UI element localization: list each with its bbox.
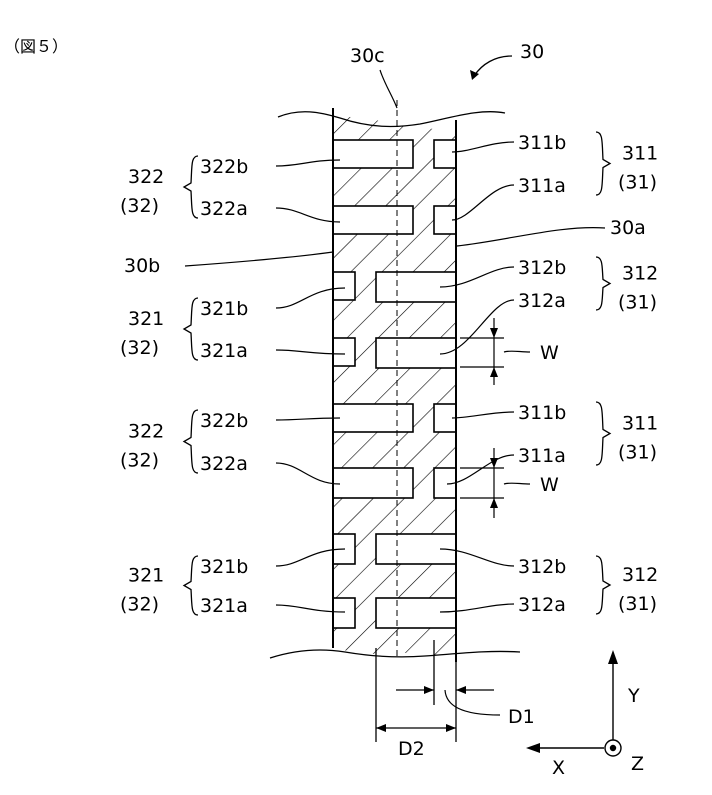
edge-right-label: 30a <box>610 217 646 239</box>
cutout-rect <box>333 598 355 628</box>
x-axis-arrowhead <box>526 743 540 753</box>
w-arrow-upper-top <box>490 328 498 338</box>
component-ref-label: 30 <box>520 41 544 63</box>
center-line-label: 30c <box>350 45 385 67</box>
right-leader <box>452 412 514 418</box>
left-brace <box>184 298 198 360</box>
left-parent-label: (32) <box>120 594 159 616</box>
left-leader <box>276 418 340 420</box>
right-parent-label: (31) <box>618 172 657 194</box>
y-axis-arrowhead <box>608 650 618 664</box>
left-parent-label: (32) <box>120 450 159 472</box>
hatched-strip <box>333 100 457 670</box>
d2-label: D2 <box>398 738 425 760</box>
left-group-label: 322 <box>128 166 164 188</box>
left-group-label: 321 <box>128 565 164 587</box>
left-sub-label: 322a <box>200 198 248 220</box>
right-group-label: 311 <box>622 143 658 165</box>
width-label-upper: W <box>540 342 559 364</box>
right-leader <box>447 455 514 484</box>
left-sub-label: 321b <box>200 298 248 320</box>
right-group-label: 312 <box>622 564 658 586</box>
cutout-rect <box>333 468 413 498</box>
width-label-lower: W <box>540 474 559 496</box>
w-arrow-upper-bottom <box>490 367 498 377</box>
right-sub-label: 311a <box>518 445 566 467</box>
right-sub-label: 312b <box>518 257 566 279</box>
d1-dimension <box>396 690 500 715</box>
right-brace <box>596 556 610 614</box>
left-sub-label: 321a <box>200 340 248 362</box>
left-sub-label: 322a <box>200 453 248 475</box>
left-brace <box>184 556 198 615</box>
right-parent-label: (31) <box>618 292 657 314</box>
w-arrow-lower-bottom <box>490 498 498 508</box>
d1-arrow-right <box>456 686 466 694</box>
left-brace <box>184 156 198 218</box>
cutout-rect <box>434 140 456 168</box>
axis-x-label: X <box>552 757 565 779</box>
edge-left-label: 30b <box>124 255 160 277</box>
d2-arrow-left <box>376 724 386 732</box>
right-sub-label: 311b <box>518 132 566 154</box>
axis-z-label: Z <box>631 753 644 775</box>
left-sub-label: 321b <box>200 556 248 578</box>
cutout-rect <box>333 338 355 366</box>
figure-label: （図５） <box>4 37 68 56</box>
d2-arrow-right <box>446 724 456 732</box>
right-brace <box>596 402 610 465</box>
left-parent-label: (32) <box>120 337 159 359</box>
d1-arrow-left <box>424 686 434 694</box>
cutout-rect <box>333 206 413 234</box>
left-leader <box>276 208 340 222</box>
component-ref-arrow <box>474 56 512 76</box>
right-parent-label: (31) <box>618 593 657 615</box>
cutout-rect <box>333 140 413 168</box>
right-brace <box>596 132 610 195</box>
right-leader <box>452 185 514 220</box>
cutout-rect <box>333 272 355 300</box>
left-column-labels: 322b 322 (32) 322a 321b 321 (32) 321a 322b 322 (32… <box>120 156 345 617</box>
left-group-label: 322 <box>128 421 164 443</box>
right-sub-label: 312a <box>518 594 566 616</box>
cutout-rect <box>333 404 413 432</box>
right-sub-label: 312b <box>518 556 566 578</box>
left-sub-label: 322b <box>200 410 248 432</box>
right-group-label: 311 <box>622 413 658 435</box>
right-brace <box>596 257 610 310</box>
right-sub-label: 311a <box>518 175 566 197</box>
left-group-label: 321 <box>128 308 164 330</box>
center-line-leader <box>380 70 397 108</box>
edge-left-leader <box>185 252 333 266</box>
right-leader <box>452 142 514 152</box>
left-parent-label: (32) <box>120 195 159 217</box>
cutout-rect <box>376 598 456 628</box>
right-group-label: 312 <box>622 263 658 285</box>
right-column-labels: 311b 311 (31) 311a 312b 312 (31) 312a 311b 311 (31… <box>440 132 658 616</box>
left-sub-label: 321a <box>200 595 248 617</box>
d1-label: D1 <box>508 706 535 728</box>
left-brace <box>184 410 198 473</box>
left-leader <box>276 160 340 166</box>
cutout-rect <box>376 338 456 368</box>
left-leader <box>276 463 340 484</box>
left-sub-label: 322b <box>200 156 248 178</box>
coordinate-axes <box>534 660 621 756</box>
right-sub-label: 312a <box>518 290 566 312</box>
edge-right-leader <box>457 228 605 246</box>
right-sub-label: 311b <box>518 402 566 424</box>
right-parent-label: (31) <box>618 442 657 464</box>
axis-y-label: Y <box>627 685 640 707</box>
